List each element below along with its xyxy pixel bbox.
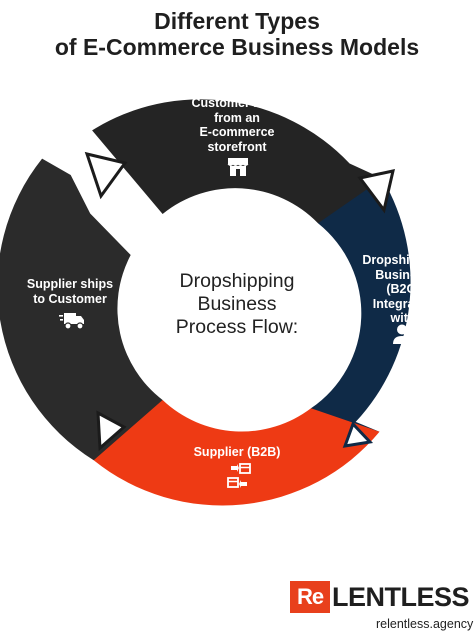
- segment-bottom-line: Supplier (B2B): [193, 445, 281, 459]
- exchange-boxes-icon: [227, 463, 251, 488]
- segment-bottom: [93, 400, 380, 506]
- segment-left-line: to Customer: [33, 291, 107, 306]
- title-line-1: Different Types: [154, 8, 320, 34]
- segment-right-line: (B2C): [386, 282, 420, 296]
- arrow-top-right: [357, 169, 395, 214]
- title-line-2: of E-Commerce Business Models: [54, 34, 420, 60]
- segment-right-line: with: [390, 311, 416, 325]
- segment-bottom-label: Supplier (B2B): [172, 445, 302, 460]
- segment-top-line: Customer buys: [191, 96, 283, 110]
- arrow-bottom-right: [342, 421, 374, 448]
- relentless-logo: Re LENTLESS: [290, 578, 470, 616]
- segment-left: [0, 158, 163, 461]
- segment-top-label: Customer buys from an E-commerce storefr…: [172, 96, 302, 154]
- segment-right-line: Business: [375, 267, 431, 282]
- center-circle: [145, 215, 329, 399]
- segment-right-line: Dropshipping: [362, 253, 444, 267]
- person-icon: [393, 324, 411, 344]
- segment-top-line: storefront: [207, 139, 267, 154]
- center-line: Process Flow:: [175, 316, 299, 338]
- segment-top-line: E-commerce: [199, 125, 275, 139]
- center-line: Dropshipping: [179, 270, 295, 292]
- segment-left-line: Supplier ships: [26, 277, 114, 291]
- logo-mark: Re: [290, 581, 330, 613]
- logo-url: relentless.agency: [376, 617, 474, 631]
- delivery-truck-icon: [59, 313, 84, 330]
- segment-top-line: from an: [214, 110, 260, 125]
- segment-left-label: Supplier ships to Customer: [14, 277, 126, 306]
- center-label: Dropshipping Business Process Flow:: [160, 270, 314, 339]
- segment-right-label: Dropshipping Business (B2C) Integrated w…: [350, 253, 456, 326]
- segment-right-line: Integrated: [372, 296, 434, 311]
- arrow-bottom-left: [96, 410, 127, 452]
- storefront-icon: [227, 158, 249, 176]
- center-line: Business: [197, 293, 277, 315]
- logo-wordmark: LENTLESS: [332, 582, 470, 612]
- arrow-top-left: [84, 151, 128, 200]
- segment-right: [311, 178, 411, 454]
